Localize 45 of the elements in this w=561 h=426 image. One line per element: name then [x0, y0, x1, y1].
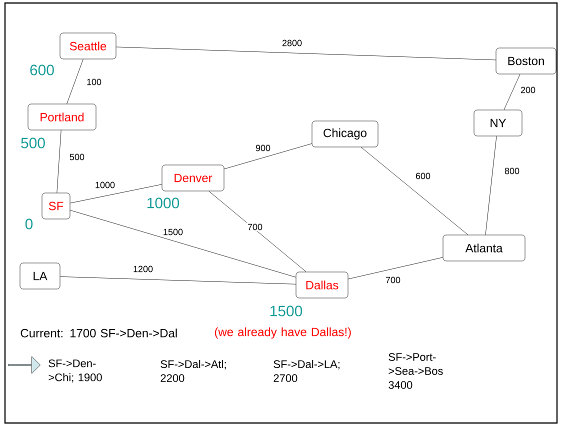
edge-label: 100	[87, 78, 102, 86]
edge-label: 500	[70, 154, 84, 160]
city-box: SF	[42, 192, 70, 220]
road-line	[224, 143, 312, 170]
road-line	[360, 147, 468, 235]
city-box: Portland	[28, 104, 96, 130]
city-box: Boston	[496, 48, 556, 74]
distance-label: 500	[21, 138, 45, 148]
road-line	[66, 59, 84, 104]
edge-label: 700	[386, 276, 400, 284]
note-text: SF->Dal->Atl; 2200	[160, 360, 226, 382]
distance-label: 0	[25, 218, 33, 230]
edge-label: 1200	[134, 266, 153, 272]
edge-label: 800	[504, 168, 520, 174]
note-text: Current: 1700 SF->Den->Dal	[20, 328, 177, 338]
note-text: SF->Port->Sea->Bos 3400	[388, 353, 443, 389]
road-line	[208, 191, 306, 272]
edge-label: 1500	[164, 228, 183, 236]
city-box: Denver	[162, 164, 224, 192]
note-text: (we already have Dallas!)	[214, 327, 351, 339]
edge-label: 1000	[96, 182, 115, 188]
city-box: LA	[20, 262, 60, 290]
edge-label: 200	[520, 86, 536, 94]
city-box: NY	[474, 110, 522, 136]
edge-label: 600	[416, 172, 430, 180]
road-line	[116, 46, 496, 60]
road-line	[348, 257, 443, 280]
note-text: SF->Dal->LA; 2700	[274, 360, 340, 382]
distance-label: 1500	[270, 306, 302, 316]
city-box: Dallas	[296, 272, 348, 298]
distance-label: 600	[30, 64, 54, 76]
distance-label: 1000	[147, 198, 180, 208]
road-line	[504, 74, 520, 110]
edge-label: 900	[256, 144, 270, 152]
road-line	[56, 130, 62, 193]
city-box: Atlanta	[442, 234, 526, 262]
city-box: Seattle	[60, 32, 116, 60]
road-line	[70, 184, 162, 204]
road-line	[70, 210, 296, 278]
note-text: SF->Den->Chi; 1900	[48, 359, 102, 383]
city-box: Chicago	[312, 120, 378, 148]
road-line	[485, 136, 497, 235]
edge-label: 2800	[282, 40, 302, 46]
road-line	[60, 276, 296, 284]
edge-label: 700	[248, 224, 262, 230]
